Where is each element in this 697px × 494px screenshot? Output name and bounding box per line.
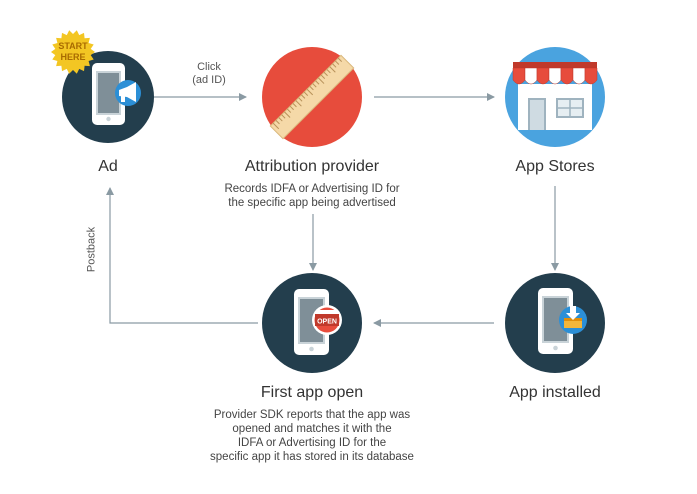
open-sign-text: OPEN	[317, 319, 337, 326]
start-here-line2: HERE	[60, 52, 85, 62]
node-desc-first-app-open: Provider SDK reports that the app was op…	[172, 408, 452, 464]
node-title-first-app-open: First app open	[260, 384, 364, 401]
attribution-desc-line-2: the specific app being advertised	[228, 197, 396, 209]
ad-node-icon	[62, 51, 154, 143]
edge-label-click-line1: Click	[197, 61, 221, 73]
first-open-desc-line-3: IDFA or Advertising ID for the	[237, 437, 387, 449]
node-title-ad: Ad	[98, 158, 118, 175]
start-here-line1: START	[58, 41, 88, 51]
ruler-icon	[262, 47, 362, 147]
app-installed-icon	[505, 273, 605, 373]
first-open-desc-line-1: Provider SDK reports that the app was	[213, 409, 411, 421]
edge-label-click-line2: (ad ID)	[192, 74, 226, 86]
node-desc-attribution-provider: Records IDFA or Advertising ID for the s…	[182, 182, 442, 210]
arrow-postback-to-ad	[106, 187, 258, 324]
first-open-desc-line-4: specific app it has stored in its databa…	[210, 451, 414, 463]
edge-label-postback: Postback	[85, 226, 98, 273]
edge-label-click: Click (ad ID)	[181, 61, 237, 87]
start-here-badge: START HERE	[51, 30, 95, 74]
storefront-icon	[505, 47, 605, 147]
first-open-icon: OPEN	[262, 273, 362, 373]
node-title-app-stores: App Stores	[515, 158, 595, 175]
node-title-app-installed: App installed	[509, 384, 601, 401]
first-open-desc-line-2: opened and matches it with the	[232, 423, 392, 435]
attribution-desc-line-1: Records IDFA or Advertising ID for	[224, 183, 400, 195]
node-title-attribution-provider: Attribution provider	[244, 158, 380, 175]
